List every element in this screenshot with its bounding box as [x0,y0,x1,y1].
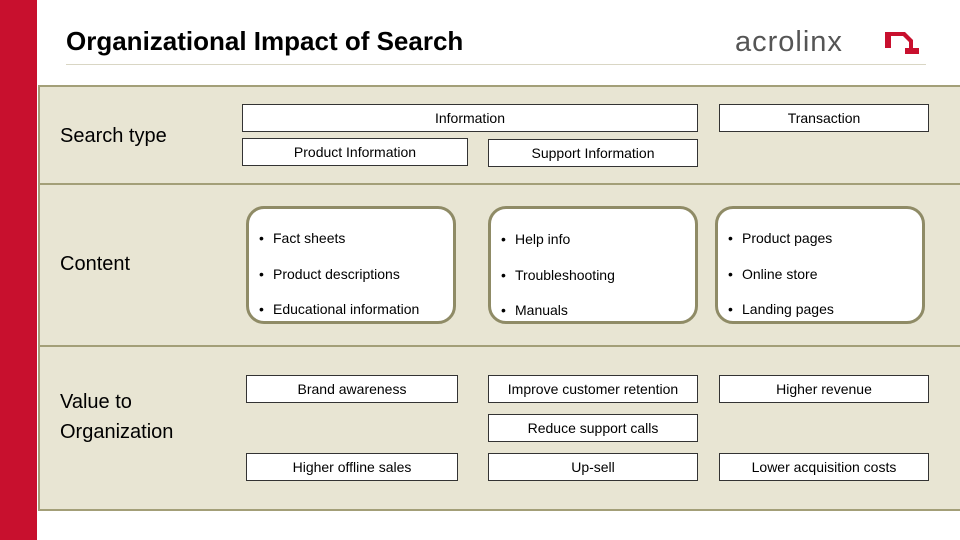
content-card-support: Help info Troubleshooting Manuals [488,206,698,328]
accent-bar [0,0,37,540]
title-divider [66,64,926,65]
content-card-transaction: Product pages Online store Landing pages [715,206,925,327]
up-sell-box: Up-sell [488,453,698,481]
logo-mark-icon [885,32,919,54]
list-item: Product pages [728,221,922,257]
value-band: Value to Organization Brand awareness Im… [38,345,960,511]
transaction-box: Transaction [719,104,929,132]
list-item: Help info [501,222,695,258]
list-item: Troubleshooting [501,258,695,294]
search-type-label: Search type [60,125,167,147]
value-label-line1: Value to [60,391,132,413]
list-item: Landing pages [728,292,922,328]
higher-offline-sales-box: Higher offline sales [246,453,458,481]
slide-title: Organizational Impact of Search [66,26,464,56]
value-label: Value to Organization [60,387,173,447]
acrolinx-logo: acrolinx [735,26,925,60]
improve-retention-box: Improve customer retention [488,375,698,403]
brand-awareness-box: Brand awareness [246,375,458,403]
value-label-line2: Organization [60,421,174,443]
information-box: Information [242,104,698,132]
lower-acquisition-costs-box: Lower acquisition costs [719,453,929,481]
list-item: Product descriptions [259,257,453,293]
content-card-information: Fact sheets Product descriptions Educati… [246,206,456,327]
reduce-support-calls-box: Reduce support calls [488,414,698,442]
list-item: Educational information [259,292,453,328]
content-band: Content Fact sheets Product descriptions… [38,183,960,347]
content-label: Content [60,253,131,275]
list-item: Manuals [501,293,695,329]
higher-revenue-box: Higher revenue [719,375,929,403]
logo-wordmark: acrolinx [735,26,843,58]
support-information-box: Support Information [488,139,698,167]
list-item: Fact sheets [259,221,453,257]
list-item: Online store [728,257,922,293]
product-information-box: Product Information [242,138,468,166]
search-type-band: Search type Information Transaction Prod… [38,85,960,185]
